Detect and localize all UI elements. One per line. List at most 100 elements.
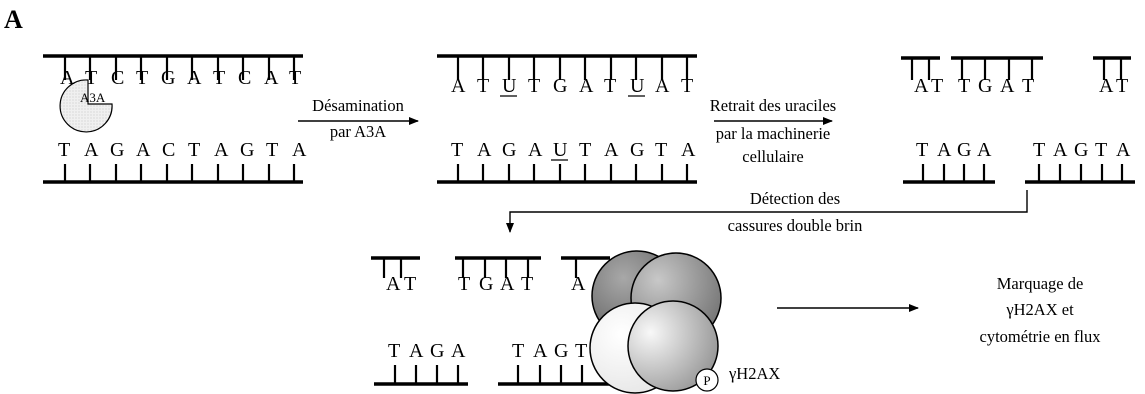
base: T (289, 67, 301, 89)
svg-text:T: T (958, 75, 970, 97)
svg-text:G: G (978, 75, 992, 97)
svg-text:A: A (655, 75, 670, 97)
svg-text:A: A (409, 340, 424, 362)
svg-text:T: T (477, 75, 489, 97)
svg-text:C: C (162, 139, 175, 161)
svg-text:A: A (579, 75, 594, 97)
base: T (213, 67, 225, 89)
svg-text:G: G (553, 75, 567, 97)
base: G (161, 67, 175, 89)
svg-text:A: A (1099, 75, 1114, 97)
svg-text:T: T (681, 75, 693, 97)
svg-text:Retrait des uraciles: Retrait des uraciles (710, 96, 836, 115)
svg-text:par A3A: par A3A (330, 122, 386, 141)
svg-text:T: T (1033, 139, 1045, 161)
svg-text:Marquage de: Marquage de (997, 274, 1084, 293)
svg-text:A: A (937, 139, 952, 161)
phospho-label: P (703, 373, 710, 388)
svg-text:A: A (214, 139, 229, 161)
top-bases: A T C T G A T C A T (60, 67, 301, 89)
step2-dna: A T U T G A T U A T T A G A U T A G T A (437, 54, 697, 184)
svg-text:G: G (502, 139, 516, 161)
bottom-bases: T A G A U T A G T A (451, 139, 696, 161)
final-label: Marquage de γH2AX et cytométrie en flux (980, 274, 1102, 346)
top-ticks (63, 56, 296, 80)
svg-text:T: T (266, 139, 278, 161)
svg-text:γH2AX et: γH2AX et (1005, 300, 1074, 319)
svg-text:G: G (1074, 139, 1088, 161)
svg-text:Désamination: Désamination (312, 96, 404, 115)
svg-text:A: A (604, 139, 619, 161)
svg-text:T: T (58, 139, 70, 161)
svg-text:T: T (604, 75, 616, 97)
svg-text:cellulaire: cellulaire (742, 147, 803, 166)
step1-dna: A T C T G A T C A T A3A T A G A C T A G … (43, 54, 307, 184)
arrow-deamination: Désamination par A3A (298, 96, 419, 141)
svg-text:T: T (579, 139, 591, 161)
svg-text:G: G (240, 139, 254, 161)
step3-dna: A T T G A T A T T A G A T A G T A (901, 56, 1135, 184)
svg-text:T: T (458, 273, 470, 295)
svg-text:A: A (386, 273, 401, 295)
svg-text:A: A (1116, 139, 1131, 161)
svg-text:G: G (110, 139, 124, 161)
svg-text:G: G (957, 139, 971, 161)
svg-text:A: A (681, 139, 696, 161)
svg-text:A: A (84, 139, 99, 161)
svg-text:A: A (292, 139, 307, 161)
base: A (264, 67, 279, 89)
svg-text:T: T (188, 139, 200, 161)
svg-text:A: A (528, 139, 543, 161)
phosphate-circle (695, 368, 719, 392)
svg-text:cassures double brin: cassures double brin (728, 216, 863, 235)
bottom-ticks (63, 164, 296, 182)
svg-text:G: G (479, 273, 493, 295)
svg-text:A: A (500, 273, 515, 295)
svg-text:A: A (136, 139, 151, 161)
svg-text:T: T (512, 340, 524, 362)
base: C (238, 67, 251, 89)
bottom-bases: T A G A C T A G T A (58, 139, 307, 161)
svg-text:par la machinerie: par la machinerie (716, 124, 831, 143)
svg-text:T: T (655, 139, 667, 161)
svg-text:T: T (1095, 139, 1107, 161)
svg-text:T: T (388, 340, 400, 362)
svg-text:cytométrie en flux: cytométrie en flux (980, 327, 1102, 346)
svg-text:A: A (533, 340, 548, 362)
svg-text:A: A (914, 75, 929, 97)
svg-text:Détection des: Détection des (750, 189, 840, 208)
base: A (187, 67, 202, 89)
panel-label: A (4, 5, 23, 34)
base: C (111, 67, 124, 89)
svg-text:A: A (451, 340, 466, 362)
svg-text:T: T (916, 139, 928, 161)
svg-text:A: A (1000, 75, 1015, 97)
svg-text:T: T (575, 340, 587, 362)
svg-text:G: G (554, 340, 568, 362)
svg-text:A: A (1053, 139, 1068, 161)
svg-text:U: U (553, 139, 568, 161)
enzyme-label: A3A (80, 90, 106, 105)
arrow-uracil-removal: Retrait des uraciles par la machinerie c… (710, 96, 836, 166)
svg-text:G: G (630, 139, 644, 161)
base: T (85, 67, 97, 89)
svg-text:A: A (571, 273, 586, 295)
svg-text:T: T (1116, 75, 1128, 97)
svg-text:T: T (528, 75, 540, 97)
a3a-enzyme-shape (59, 79, 113, 133)
front-sphere (627, 300, 719, 392)
h2ax-complex: P γH2AX (589, 250, 780, 394)
svg-text:T: T (451, 139, 463, 161)
protein-label: γH2AX (728, 364, 780, 383)
svg-text:T: T (521, 273, 533, 295)
base: A (60, 67, 75, 89)
svg-text:A: A (451, 75, 466, 97)
svg-text:A: A (477, 139, 492, 161)
top-bases: A T U T G A T U A T (451, 75, 693, 97)
svg-text:U: U (502, 75, 517, 97)
step4-dna: A T T G A T A T A G A T A G T (371, 256, 612, 386)
svg-text:G: G (430, 340, 444, 362)
svg-text:A: A (977, 139, 992, 161)
base: T (136, 67, 148, 89)
